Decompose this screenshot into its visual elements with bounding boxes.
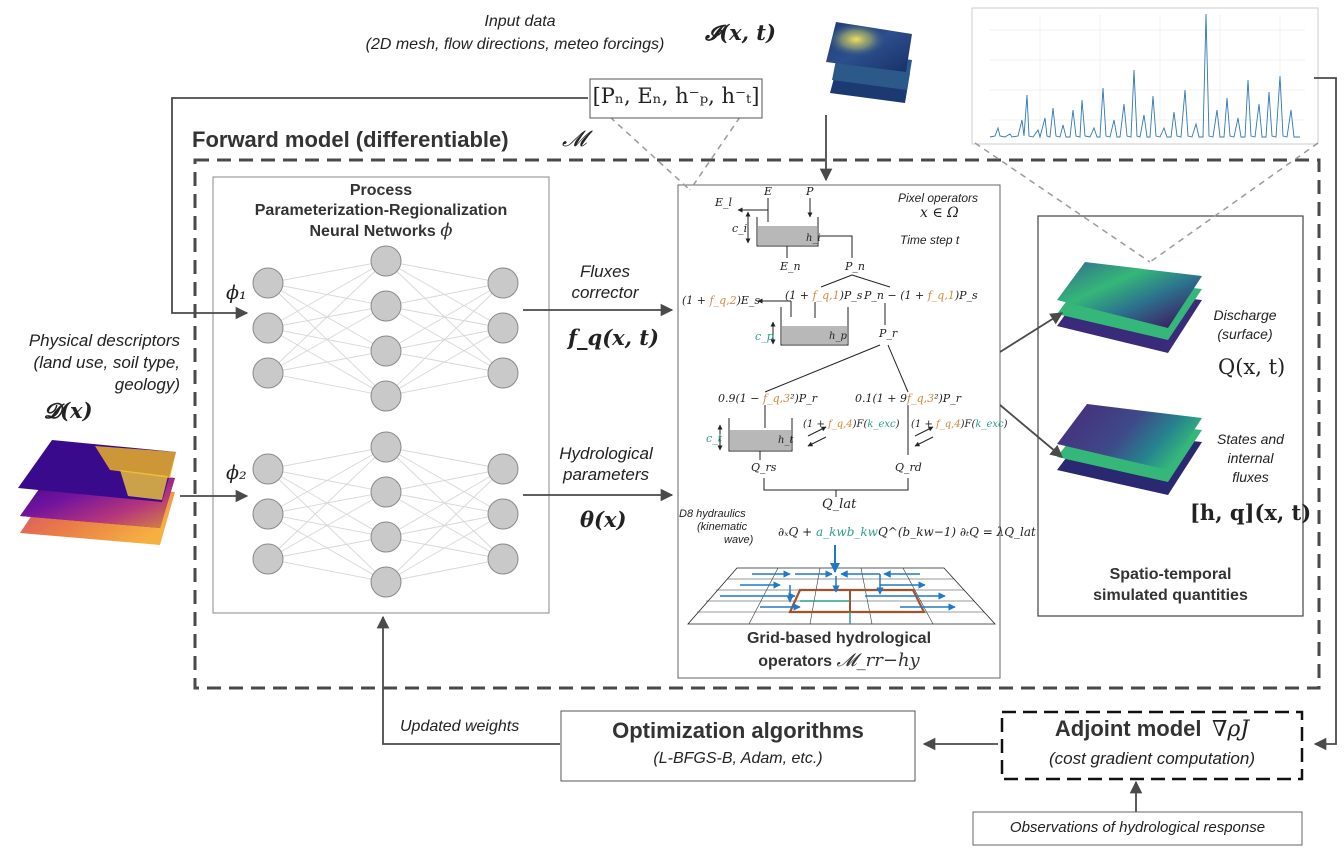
physical-descriptors-label: Physical descriptors (land use, soil typ… xyxy=(28,331,180,394)
op-hi: h_i xyxy=(806,233,821,244)
op-right-expr: 0.1(1 + 9f_q,3²)P_r xyxy=(855,392,961,405)
optimization-title: Optimization algorithms xyxy=(612,718,864,743)
observations-box xyxy=(972,811,1303,846)
op-cp: c_p xyxy=(755,330,774,343)
nn2-nodes xyxy=(252,431,519,598)
pixel-operators-label: Pixel operators xyxy=(898,191,979,205)
operators-title: Grid-based hydrological operators 𝓜_rr−h… xyxy=(746,630,932,671)
input-data-subtitle: (2D mesh, flow directions, meteo forcing… xyxy=(365,36,665,53)
op-left-expr: 0.9(1 − f_q,3²)P_r xyxy=(718,392,817,405)
op-exchange-right: (1 + f_q,4)F(k_exc) xyxy=(911,419,1008,430)
op-Qrd: Q_rd xyxy=(895,461,922,474)
forward-model-title: Forward model (differentiable) xyxy=(192,127,509,152)
states-bracket-box xyxy=(589,78,763,119)
input-data-title: Input data xyxy=(484,13,556,30)
op-Pr: P_r xyxy=(879,327,898,340)
nn1-graph xyxy=(267,260,504,397)
physical-descriptors-symbol: 𝓓(x) xyxy=(44,398,93,423)
input-data-symbol: 𝓘(x, t) xyxy=(705,20,776,45)
pixel-domain-label: x ∈ Ω xyxy=(920,205,959,221)
adjoint-title: Adjoint model ∇ρJ xyxy=(1054,716,1250,742)
operators-schematic xyxy=(717,198,934,497)
hydrological-parameters-label: Hydrological parameters xyxy=(559,444,653,484)
hydrograph-panel xyxy=(971,7,1319,145)
observations-label: Observations of hydrological response xyxy=(1009,819,1266,836)
states-fluxes-symbol: [h, q](x, t) xyxy=(1190,500,1312,525)
zoom-lines xyxy=(609,116,1319,263)
updated-weights-label: Updated weights xyxy=(400,718,520,735)
nn2-graph xyxy=(267,446,504,583)
outputs-title: Spatio-temporal simulated quantities xyxy=(1093,566,1248,604)
op-P: P xyxy=(806,185,814,198)
op-E: E xyxy=(764,185,773,198)
op-Ps-expr: (1 + f_q,1)P_s xyxy=(785,289,863,302)
op-hp: h_p xyxy=(829,331,847,342)
input-data-map xyxy=(826,22,912,103)
nn-title: Process Parameterization-Regionalization… xyxy=(254,182,508,241)
adjoint-subtitle: (cost gradient computation) xyxy=(1049,749,1255,768)
adjoint-box xyxy=(1000,710,1304,781)
op-ct: c_t xyxy=(706,432,723,445)
phi2-label: ϕ₂ xyxy=(226,462,247,484)
discharge-map xyxy=(1057,262,1202,353)
flow-arrows xyxy=(171,77,1337,812)
op-Es-expr: (1 + f_q,2)E_s xyxy=(682,294,761,307)
op-ht: h_t xyxy=(778,435,794,446)
op-exchange-left: (1 + f_q,4)F(k_exc) xyxy=(803,419,900,430)
kinematic-wave-equation: ∂ₓQ + a_kwb_kwQ^(b_kw−1) ∂ₜQ = λQ_lat xyxy=(778,525,1036,539)
forward-model-symbol: 𝓜 xyxy=(562,127,587,152)
forward-model-frame xyxy=(193,158,1321,690)
fluxes-corrector-symbol: f_q(x, t) xyxy=(568,325,659,350)
states-map xyxy=(1057,404,1202,495)
physical-descriptors-map xyxy=(18,440,176,545)
fluxes-corrector-label: Fluxes corrector xyxy=(571,262,639,302)
discharge-label: Discharge (surface) xyxy=(1213,307,1277,342)
states-fluxes-label: States and internal fluxes xyxy=(1217,431,1284,485)
states-bracket-label: [Pₙ, Eₙ, h⁻ₚ, h⁻ₜ] xyxy=(592,84,760,108)
op-ci: c_i xyxy=(732,222,748,235)
d8-label: D8 hydraulics (kinematic wave) xyxy=(679,508,754,546)
op-Pn: P_n xyxy=(845,260,865,273)
op-En: E_n xyxy=(780,260,801,273)
optimization-subtitle: (L-BFGS-B, Adam, etc.) xyxy=(653,750,823,767)
op-Qrs: Q_rs xyxy=(751,461,777,474)
op-El: E_l xyxy=(715,196,733,209)
optimization-box xyxy=(560,710,916,782)
op-Qlat: Q_lat xyxy=(822,497,857,512)
op-Pn-minus-expr: P_n − (1 + f_q,1)P_s xyxy=(864,289,978,302)
phi1-label: ϕ₁ xyxy=(226,282,247,304)
nn1-nodes xyxy=(252,245,519,412)
time-step-label: Time step t xyxy=(900,233,960,247)
hydrological-parameters-symbol: θ(x) xyxy=(580,507,627,532)
discharge-symbol: Q(x, t) xyxy=(1218,355,1286,379)
d8-grid xyxy=(687,545,996,625)
